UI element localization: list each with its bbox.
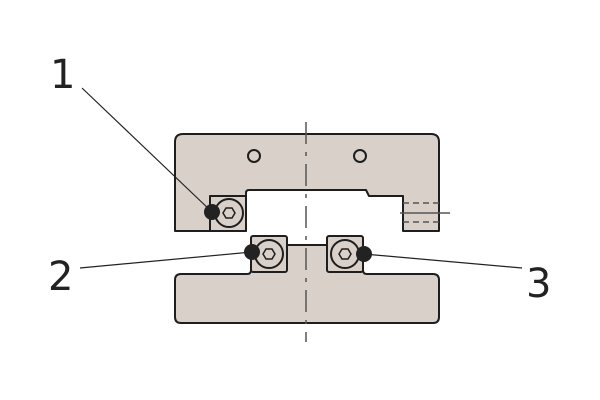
hex-socket-icon [262, 248, 276, 260]
leader-line-2 [79, 251, 253, 269]
leader-line-3 [363, 253, 523, 269]
bullet-3 [356, 246, 372, 262]
hole-left [247, 149, 261, 163]
bullet-1 [204, 204, 220, 220]
bullet-2 [244, 244, 260, 260]
leader-line-1 [81, 87, 213, 213]
callout-label-2: 2 [48, 254, 73, 300]
lower-block [174, 244, 440, 324]
callout-label-1: 1 [50, 52, 75, 98]
callout-label-3: 3 [526, 261, 551, 307]
hex-socket-icon [338, 248, 352, 260]
hole-right [353, 149, 367, 163]
hex-socket-icon [222, 207, 236, 219]
